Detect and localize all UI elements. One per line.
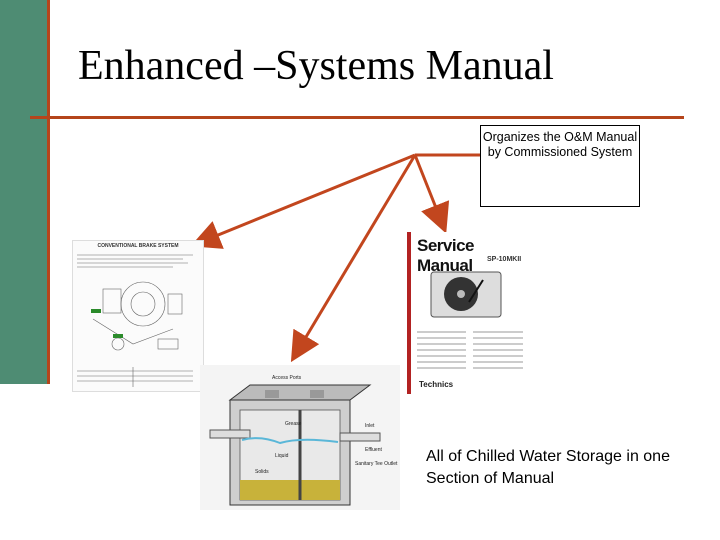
slide-sidebar-stripe bbox=[47, 0, 50, 384]
service-manual-title: Service Manual bbox=[417, 236, 475, 275]
tank-label-access: Access Ports bbox=[272, 375, 302, 381]
chilled-water-tank-diagram: Access Ports Grease Liquid Solids Inlet … bbox=[200, 365, 400, 510]
slide-title: Enhanced –Systems Manual bbox=[78, 43, 554, 89]
left-doc-title: CONVENTIONAL BRAKE SYSTEM bbox=[97, 243, 179, 249]
tank-label-effluent: Effluent bbox=[365, 447, 382, 453]
arrow-to-tank bbox=[290, 154, 417, 363]
brake-system-diagram-thumbnail: CONVENTIONAL BRAKE SYSTEM bbox=[72, 240, 204, 392]
service-manual-model: SP-10MKII bbox=[487, 256, 522, 263]
service-manual-art bbox=[417, 271, 523, 369]
tank-label-liquid: Liquid bbox=[275, 453, 289, 459]
tank-label-sanitary: Sanitary Tee Outlet bbox=[355, 461, 398, 467]
service-manual-brand: Technics bbox=[419, 380, 454, 389]
arrow-to-left-doc bbox=[190, 153, 416, 249]
tank-label-grease: Grease bbox=[285, 421, 302, 427]
service-manual-thumbnail: Service Manual SP-10MKII Technics bbox=[407, 232, 529, 394]
title-divider bbox=[30, 116, 684, 119]
slide-sidebar bbox=[0, 0, 47, 384]
brake-diagram-art bbox=[77, 254, 193, 387]
arrow-to-service-manual bbox=[413, 154, 450, 234]
tank-label-solids: Solids bbox=[255, 469, 269, 475]
callout-box: Organizes the O&M Manual by Commissioned… bbox=[480, 125, 640, 207]
tank-label-inlet: Inlet bbox=[365, 423, 375, 429]
tank-caption: All of Chilled Water Storage in one Sect… bbox=[426, 448, 670, 487]
